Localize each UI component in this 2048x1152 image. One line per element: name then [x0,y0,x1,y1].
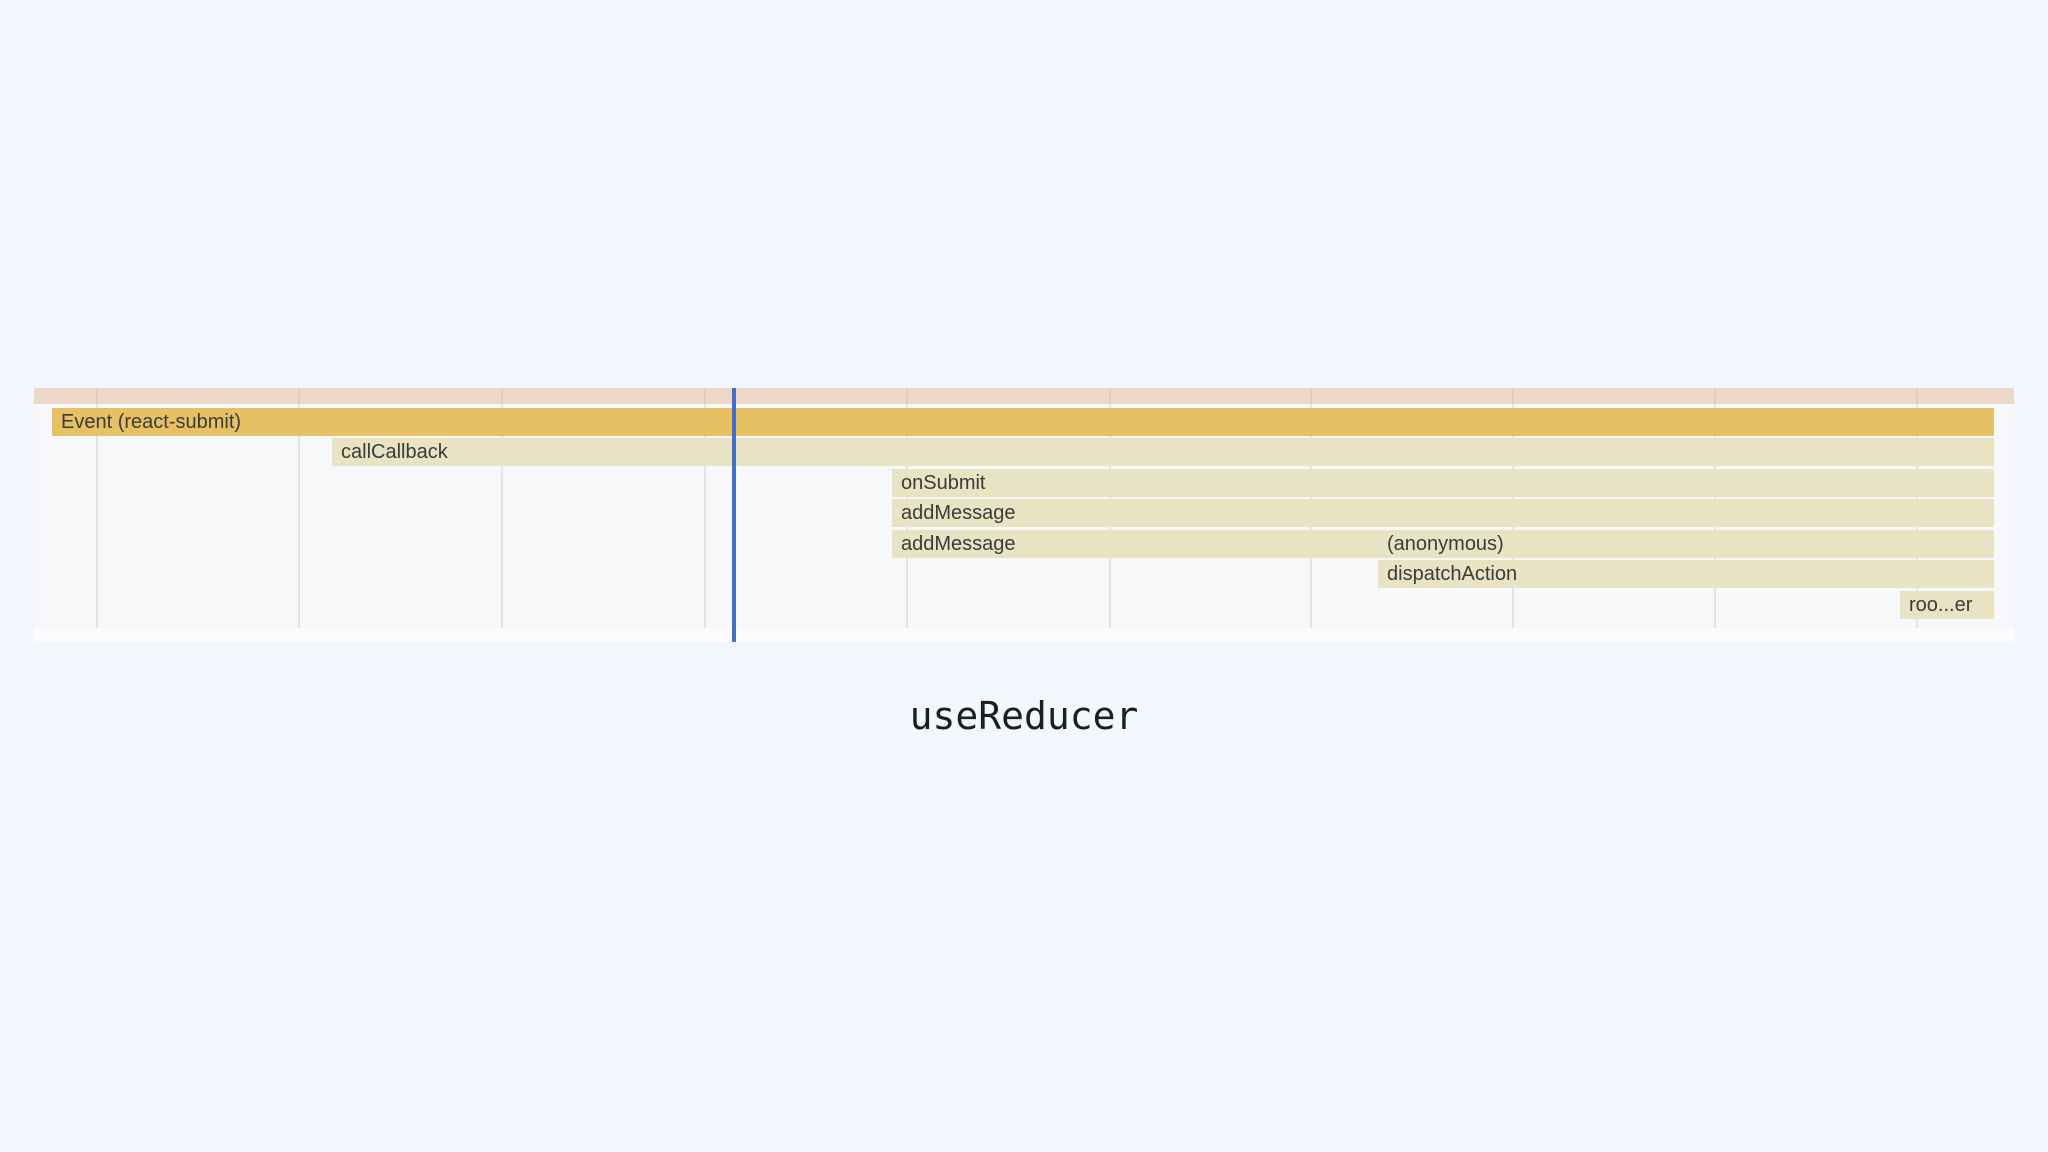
flame-bar-addmessage[interactable]: addMessage [892,530,1378,558]
grid-line [501,388,503,642]
flame-bar-dispatchaction[interactable]: dispatchAction [1378,560,1994,588]
flame-bar-callcallback[interactable]: callCallback [332,438,1994,466]
grid-line [96,388,98,642]
flame-bar-onsubmit[interactable]: onSubmit [892,469,1994,497]
flame-bar-addmessage[interactable]: addMessage [892,499,1994,527]
grid-line [298,388,300,642]
flame-bar-root-truncated[interactable]: roo...er [1900,591,1994,619]
flame-chart-panel: Event (react-submit) callCallback onSubm… [34,388,2014,642]
playhead-marker[interactable] [732,388,736,642]
timeline-strip [34,388,2014,404]
grid-line [704,388,706,642]
panel-bottom-strip [34,628,2014,642]
slide-caption: useReducer [909,694,1139,738]
flame-bar-event-react-submit[interactable]: Event (react-submit) [52,408,1994,436]
flame-bar-anonymous[interactable]: (anonymous) [1378,530,1994,558]
